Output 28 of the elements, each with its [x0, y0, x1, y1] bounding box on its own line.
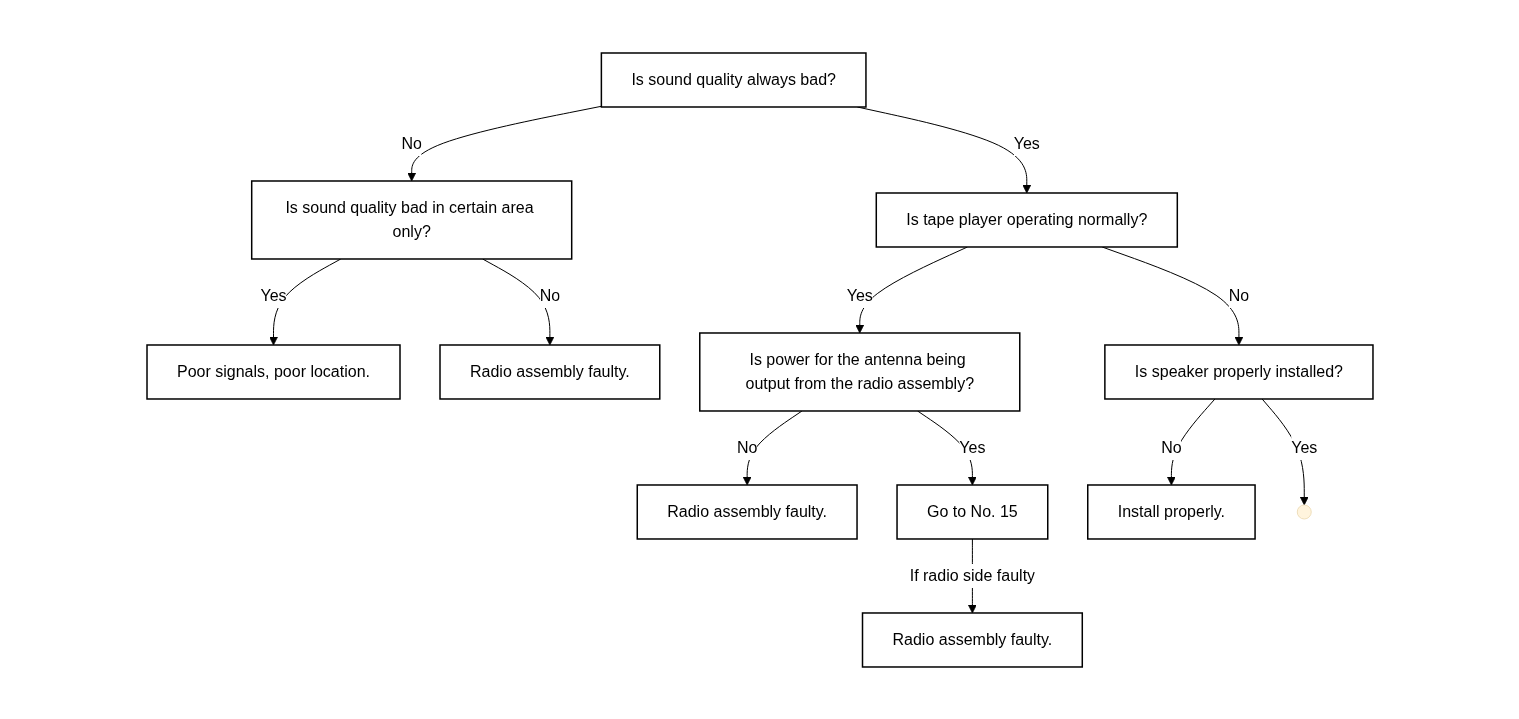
node-box: Radio assembly faulty.: [861, 611, 1083, 668]
arrow: [481, 258, 554, 345]
edge-label: Yes: [846, 286, 873, 304]
node-box: Radio assembly faulty.: [636, 483, 858, 540]
edge-label: No: [736, 438, 757, 456]
arrow: [268, 258, 341, 345]
arrow: [854, 246, 968, 333]
edge-label: Yes: [1013, 134, 1040, 152]
arrow: [742, 410, 802, 485]
node-box: Is power for the antenna being output from the radio assembly?: [698, 331, 1020, 412]
arrow: [406, 105, 602, 181]
node-box: Is speaker properly installed?: [1103, 343, 1374, 400]
edge-label: Yes: [1290, 438, 1317, 456]
edge-label: No: [1160, 438, 1182, 456]
node-box: Poor signals, poor location.: [145, 343, 401, 400]
node-box: Install properly.: [1086, 483, 1256, 540]
node-box: Is sound quality always bad?: [600, 51, 867, 108]
edge-label: No: [400, 134, 422, 152]
arrow: [1166, 398, 1215, 485]
node-box: Radio assembly faulty.: [438, 343, 661, 400]
node-box: Go to No. 15: [895, 483, 1048, 540]
edge-label: No: [539, 286, 560, 304]
edge-label: Yes: [958, 438, 985, 456]
edge-label: Yes: [259, 286, 287, 304]
node-box: Is sound quality bad in certain area only?: [250, 179, 572, 260]
node-box: Is tape player operating normally?: [875, 191, 1178, 248]
edge-label: If radio side faulty: [909, 566, 1035, 584]
edge-label: No: [1228, 286, 1249, 304]
